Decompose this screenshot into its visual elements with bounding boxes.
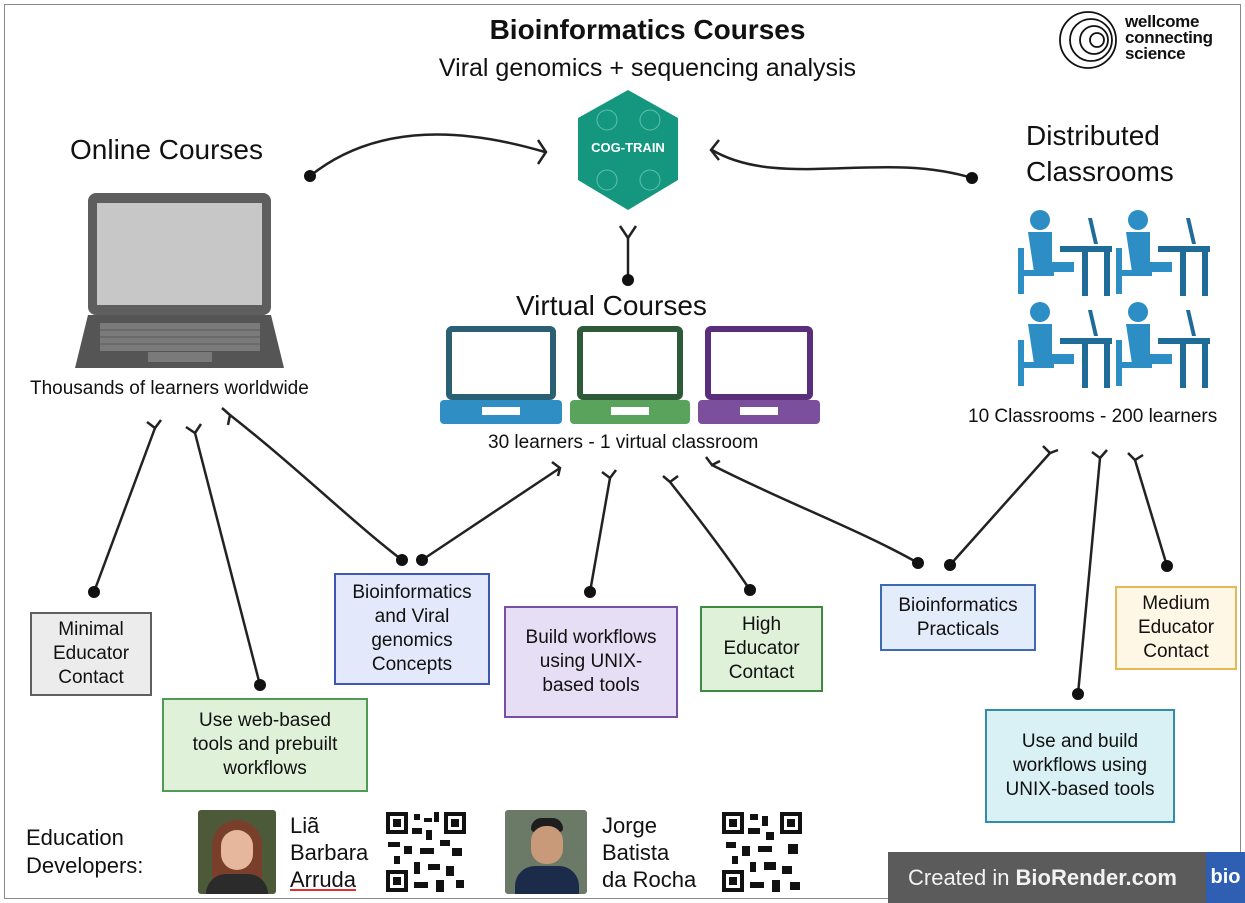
qr-code-icon-1: [386, 812, 466, 892]
box-line: Contact: [1143, 641, 1209, 662]
virtual-courses-title: Virtual Courses: [516, 290, 707, 321]
distributed-title-line-2: Classrooms: [1026, 156, 1174, 187]
box-line: High: [741, 614, 782, 635]
dev-label-line-1: Education: [26, 825, 124, 850]
figure-title: Bioinformatics Courses: [489, 14, 806, 45]
box-line: Use and build: [1021, 731, 1139, 752]
education-developers-label: Education Developers:: [26, 824, 143, 880]
box-concepts: Bioinformatics and Viral genomics Concep…: [334, 573, 490, 685]
figure-frame: [4, 4, 1241, 899]
box-line: Build workflows: [525, 627, 657, 648]
box-line: tools and prebuilt: [192, 734, 338, 755]
virtual-laptop-purple-icon: [698, 326, 820, 424]
figure-subtitle: Viral genomics + sequencing analysis: [438, 54, 857, 82]
box-use-and-build-workflows: Use and build workflows using UNIX-based…: [985, 709, 1175, 823]
biorender-logo-tab[interactable]: bio: [1206, 852, 1245, 903]
box-line: Practicals: [916, 618, 1000, 640]
logo-line-2: connecting: [1125, 28, 1213, 47]
logo-line-1: wellcome: [1125, 12, 1200, 31]
developer-1-line-1: Liã: [290, 813, 320, 838]
cog-train-hexagon-icon: [578, 90, 678, 210]
biorender-badge[interactable]: Created in BioRender.com: [888, 852, 1245, 903]
virtual-courses-caption: 30 learners - 1 virtual classroom: [488, 432, 759, 453]
box-web-based-tools: Use web-based tools and prebuilt workflo…: [162, 698, 368, 792]
laptop-icon: [75, 193, 284, 368]
online-courses-title: Online Courses: [70, 134, 263, 165]
box-line: using UNIX-: [539, 651, 643, 672]
box-line: workflows: [223, 758, 307, 779]
box-line: Contact: [58, 667, 124, 688]
box-medium-educator-contact: Medium Educator Contact: [1115, 586, 1237, 670]
box-line: based tools: [542, 675, 640, 696]
box-line: Educator: [723, 638, 800, 659]
developer-1-line-2: Barbara: [290, 840, 369, 865]
developer-2-line-1: Jorge: [602, 813, 658, 838]
box-line: workflows using: [1012, 755, 1148, 776]
developer-name-1: Liã Barbara Arruda: [290, 812, 368, 893]
logo-line-3: science: [1125, 44, 1186, 63]
qr-code-icon-2: [722, 812, 802, 892]
box-line: Bioinformatics: [352, 582, 472, 603]
developer-name-2: Jorge Batista da Rocha: [602, 812, 696, 893]
virtual-laptop-blue-icon: [440, 326, 562, 424]
box-build-workflows: Build workflows using UNIX- based tools: [504, 606, 678, 718]
cog-train-label: COG-TRAIN: [591, 140, 665, 155]
box-line: Bioinformatics: [898, 594, 1018, 616]
virtual-laptop-green-icon: [570, 326, 690, 424]
developer-photo-1: [198, 810, 276, 894]
box-line: Medium: [1142, 593, 1210, 614]
classroom-learners-icon: [1018, 210, 1210, 388]
box-line: UNIX-based tools: [1005, 779, 1155, 800]
developer-1-line-3: Arruda: [290, 867, 357, 892]
box-line: and Viral: [374, 606, 450, 627]
wellcome-logo-icon: [1059, 11, 1117, 69]
box-line: Use web-based: [198, 710, 332, 731]
box-minimal-educator-contact: Minimal Educator Contact: [30, 612, 152, 696]
dev-label-line-2: Developers:: [26, 853, 144, 878]
developer-2-line-2: Batista: [602, 840, 670, 865]
box-line: Contact: [728, 662, 795, 683]
box-line: genomics: [371, 630, 453, 651]
box-line: Educator: [52, 643, 130, 664]
developer-photo-2: [505, 810, 587, 894]
online-courses-caption: Thousands of learners worldwide: [30, 378, 309, 399]
distributed-title-line-1: Distributed: [1026, 120, 1160, 151]
box-line: Concepts: [371, 654, 453, 675]
box-high-educator-contact: High Educator Contact: [700, 606, 823, 692]
wellcome-logo-text: wellcome connecting science: [1125, 12, 1213, 63]
distributed-classrooms-caption: 10 Classrooms - 200 learners: [968, 406, 1218, 427]
created-in-text: Created in: [908, 864, 1010, 890]
developer-2-line-3: da Rocha: [602, 867, 697, 892]
distributed-classrooms-title: Distributed Classrooms: [1026, 118, 1174, 190]
box-line: Educator: [1137, 617, 1215, 638]
box-practicals: Bioinformatics Practicals: [880, 584, 1036, 651]
biorender-brand-text: BioRender.com: [1015, 864, 1177, 890]
box-line: Minimal: [58, 619, 124, 640]
